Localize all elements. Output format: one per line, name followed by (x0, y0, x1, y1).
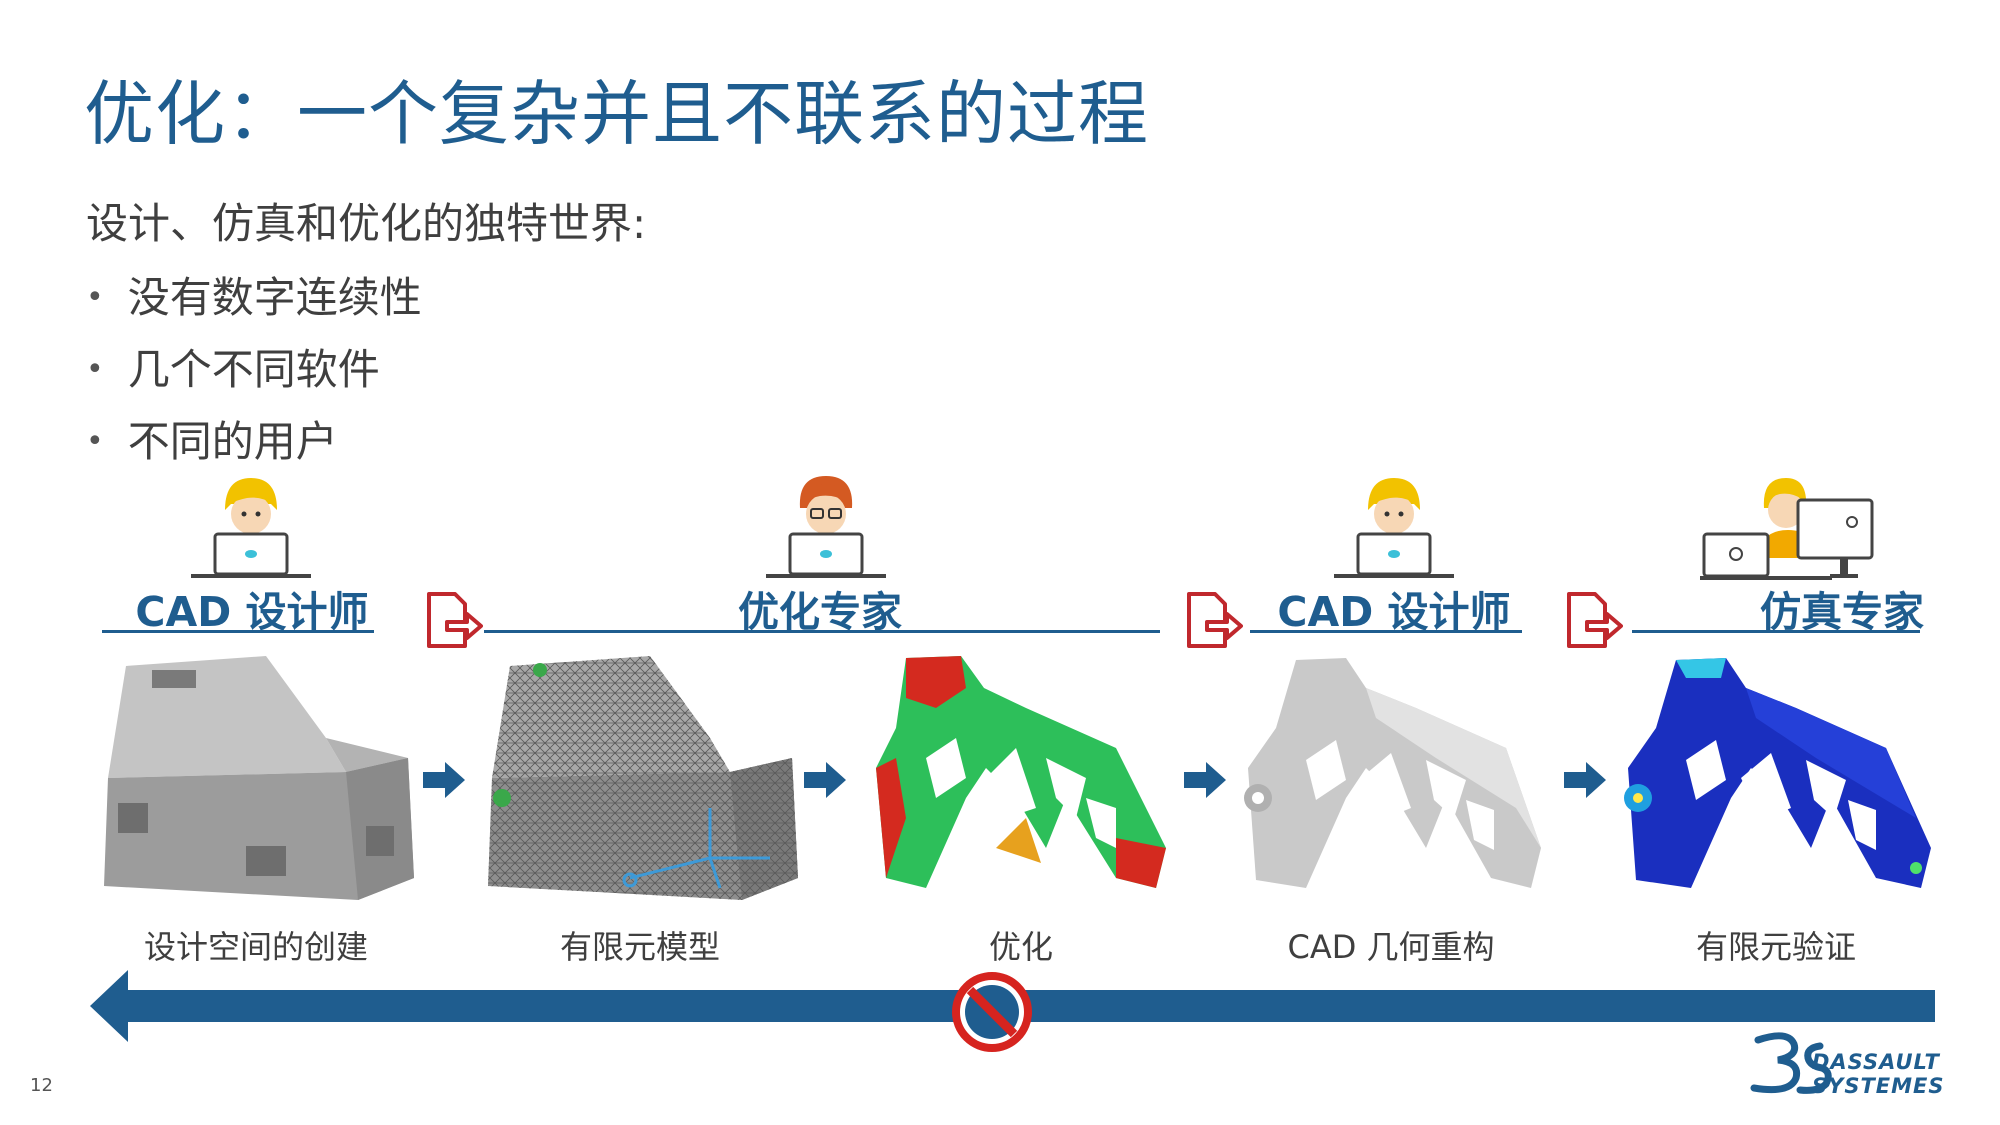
role-underline (1632, 630, 1920, 633)
stage-caption: 有限元模型 (559, 928, 720, 966)
stage-caption: 设计空间的创建 (143, 928, 368, 966)
right-arrow-icon (1564, 762, 1606, 798)
design-space-block-image (104, 656, 414, 900)
bullet-item: •没有数字连续性 (86, 273, 422, 322)
person-at-laptop-icon (191, 478, 311, 578)
bullet-dot-icon: • (86, 424, 104, 459)
role-underline (484, 630, 1160, 633)
role-underline (1250, 630, 1522, 633)
role-cad-designer-1: CAD 设计师 (135, 588, 369, 636)
page-subtitle: 设计、仿真和优化的独特世界: (86, 199, 647, 248)
document-export-icon (1567, 592, 1623, 648)
page-title: 优化：一个复杂并且不联系的过程 (84, 73, 1149, 155)
document-export-icon (427, 592, 483, 648)
right-arrow-icon (1184, 762, 1226, 798)
document-export-icon (1187, 592, 1243, 648)
bullet-list: •没有数字连续性 •几个不同软件 •不同的用户 (86, 262, 422, 478)
right-arrow-icon (423, 762, 465, 798)
logo-text-line1: DASSAULT (1812, 1050, 1940, 1074)
prohibited-icon (952, 972, 1032, 1052)
stage-caption: 优化 (988, 928, 1053, 966)
fe-mesh-model-image (488, 656, 798, 900)
topology-optimization-image (876, 656, 1166, 888)
bullet-dot-icon: • (86, 280, 104, 315)
role-underline (102, 630, 374, 633)
person-at-laptop-icon (1700, 478, 1874, 580)
bullet-dot-icon: • (86, 352, 104, 387)
role-cad-designer-2: CAD 设计师 (1277, 588, 1511, 636)
role-optimization-expert: 优化专家 (738, 588, 902, 636)
logo-text-line2: SYSTEMES (1812, 1074, 1945, 1098)
right-arrow-icon (804, 762, 846, 798)
bullet-item: •几个不同软件 (86, 345, 380, 394)
3ds-logo (1750, 1032, 1832, 1094)
page-number: 12 (30, 1075, 53, 1096)
reconstructed-geometry-image (1244, 658, 1541, 888)
person-at-laptop-icon (1334, 478, 1454, 578)
stage-caption: 有限元验证 (1695, 928, 1856, 966)
fe-validation-image (1624, 658, 1931, 888)
bullet-item: •不同的用户 (86, 417, 338, 466)
stage-caption: CAD 几何重构 (1287, 928, 1495, 966)
person-at-laptop-icon (766, 476, 886, 578)
role-simulation-expert: 仿真专家 (1760, 588, 1924, 636)
